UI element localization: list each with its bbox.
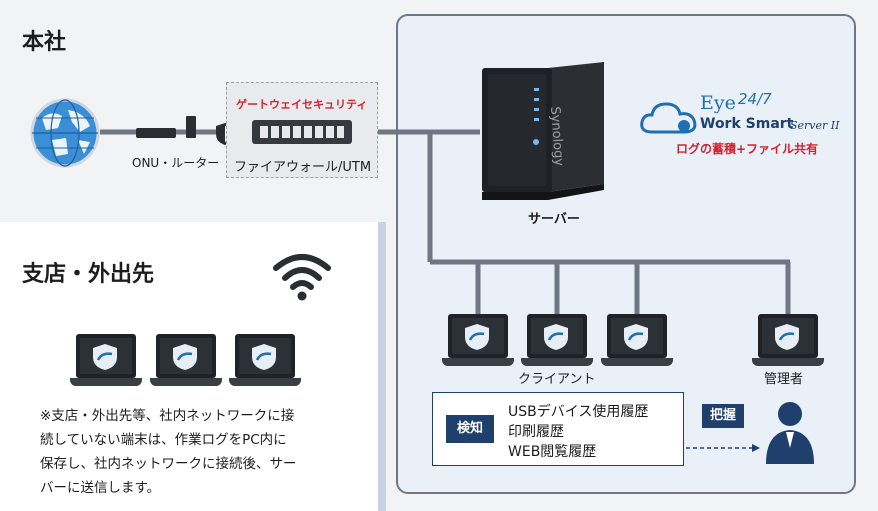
server-label: サーバー <box>528 212 580 227</box>
client-laptop <box>601 314 673 376</box>
branch-title: 支店・外出先 <box>22 262 155 287</box>
admin-laptop <box>752 314 824 376</box>
shield-logo-icon <box>624 324 648 350</box>
firewall-label: ファイアウォール/UTM <box>234 160 372 175</box>
client-laptop <box>521 314 593 376</box>
router-device-icon <box>186 116 196 138</box>
shield-logo-icon <box>775 324 799 350</box>
logo-name: Work Smart <box>700 116 794 132</box>
branch-note-line: ※支店・外出先等、社内ネットワークに接 <box>40 408 295 424</box>
cloud-logo-icon <box>640 102 697 134</box>
gateway-security-label: ゲートウェイセキュリティ <box>236 98 368 111</box>
shield-logo-icon <box>465 324 489 350</box>
shield-logo-icon <box>544 324 568 350</box>
branch-panel-border <box>378 222 386 511</box>
wifi-icon <box>273 254 331 301</box>
onu-router-label: ONU・ルーター <box>132 156 220 170</box>
server-icon <box>482 62 604 200</box>
branch-laptop <box>229 334 301 396</box>
logo-suffix: Server II <box>790 119 840 132</box>
product-caption: ログの蓄積+ファイル共有 <box>676 142 819 156</box>
logo-eye: Eye <box>700 92 736 114</box>
branch-note: ※支店・外出先等、社内ネットワークに接 続していない端末は、作業ログをPC内に … <box>40 404 297 500</box>
detect-badge: 検知 <box>446 415 494 443</box>
shield-logo-icon <box>173 344 197 370</box>
logo-247: 24/7 <box>738 90 772 108</box>
detect-item: USBデバイス使用履歴 <box>508 404 649 420</box>
detect-item: WEB閲覧履歴 <box>508 444 597 460</box>
onu-device-icon <box>136 128 176 138</box>
branch-note-line: 続していない端末は、作業ログをPC内に <box>40 432 287 448</box>
clients-label: クライアント <box>518 372 596 387</box>
grasp-badge: 把握 <box>702 404 744 428</box>
client-laptop <box>442 314 514 376</box>
branch-note-line: バーに送信します。 <box>40 480 161 496</box>
detect-item: 印刷履歴 <box>508 424 564 440</box>
globe-icon <box>30 98 100 168</box>
shield-logo-icon <box>252 344 276 370</box>
branch-laptop <box>150 334 222 396</box>
firewall-device-icon <box>252 120 352 144</box>
admin-label: 管理者 <box>764 372 804 387</box>
head-office-title: 本社 <box>22 30 67 55</box>
branch-laptop <box>70 334 142 396</box>
admin-person-icon <box>766 402 814 464</box>
branch-note-line: 保存し、社内ネットワークに接続後、サー <box>40 456 297 472</box>
shield-logo-icon <box>93 344 117 370</box>
